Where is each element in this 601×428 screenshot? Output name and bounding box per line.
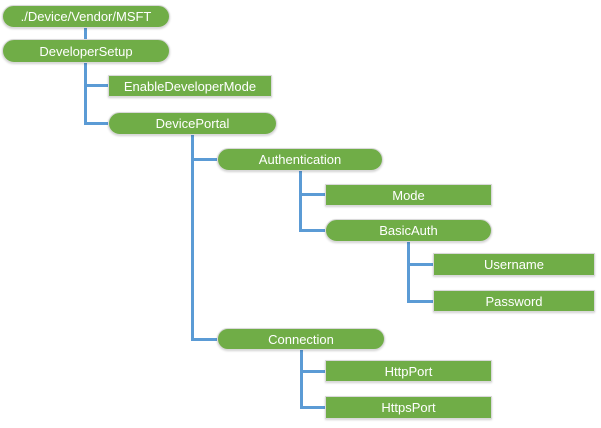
node-connection: Connection bbox=[217, 328, 385, 350]
connector-connection-trunk bbox=[300, 350, 303, 409]
node-deviceportal: DevicePortal bbox=[108, 112, 277, 135]
connector-basicauth-trunk bbox=[407, 242, 410, 303]
connector-branch-deviceportal bbox=[84, 122, 108, 125]
connector-branch-basicauth bbox=[299, 229, 325, 232]
node-developersetup: DeveloperSetup bbox=[2, 39, 170, 63]
node-mode: Mode bbox=[325, 184, 492, 206]
connector-branch-httpsport bbox=[300, 406, 325, 409]
node-authentication: Authentication bbox=[217, 148, 383, 171]
node-password: Password bbox=[433, 290, 595, 312]
node-basicauth: BasicAuth bbox=[325, 219, 492, 242]
connector-root-to-developersetup bbox=[84, 28, 87, 39]
node-httpsport: HttpsPort bbox=[325, 396, 492, 419]
connector-branch-httpport bbox=[300, 370, 325, 373]
connector-deviceportal-trunk bbox=[191, 135, 194, 341]
connector-branch-enabledevelopermode bbox=[84, 84, 108, 87]
connector-branch-authentication bbox=[191, 158, 217, 161]
node-enabledevelopermode: EnableDeveloperMode bbox=[108, 75, 272, 97]
node-username: Username bbox=[433, 253, 595, 276]
node-httpport: HttpPort bbox=[325, 360, 492, 382]
connector-branch-connection bbox=[191, 338, 217, 341]
node-device-vendor-msft: ./Device/Vendor/MSFT bbox=[2, 5, 170, 28]
connector-authentication-trunk bbox=[299, 171, 302, 232]
connector-branch-username bbox=[407, 263, 433, 266]
connector-branch-mode bbox=[299, 193, 325, 196]
connector-branch-password bbox=[407, 300, 433, 303]
connector-developersetup-trunk bbox=[84, 63, 87, 125]
